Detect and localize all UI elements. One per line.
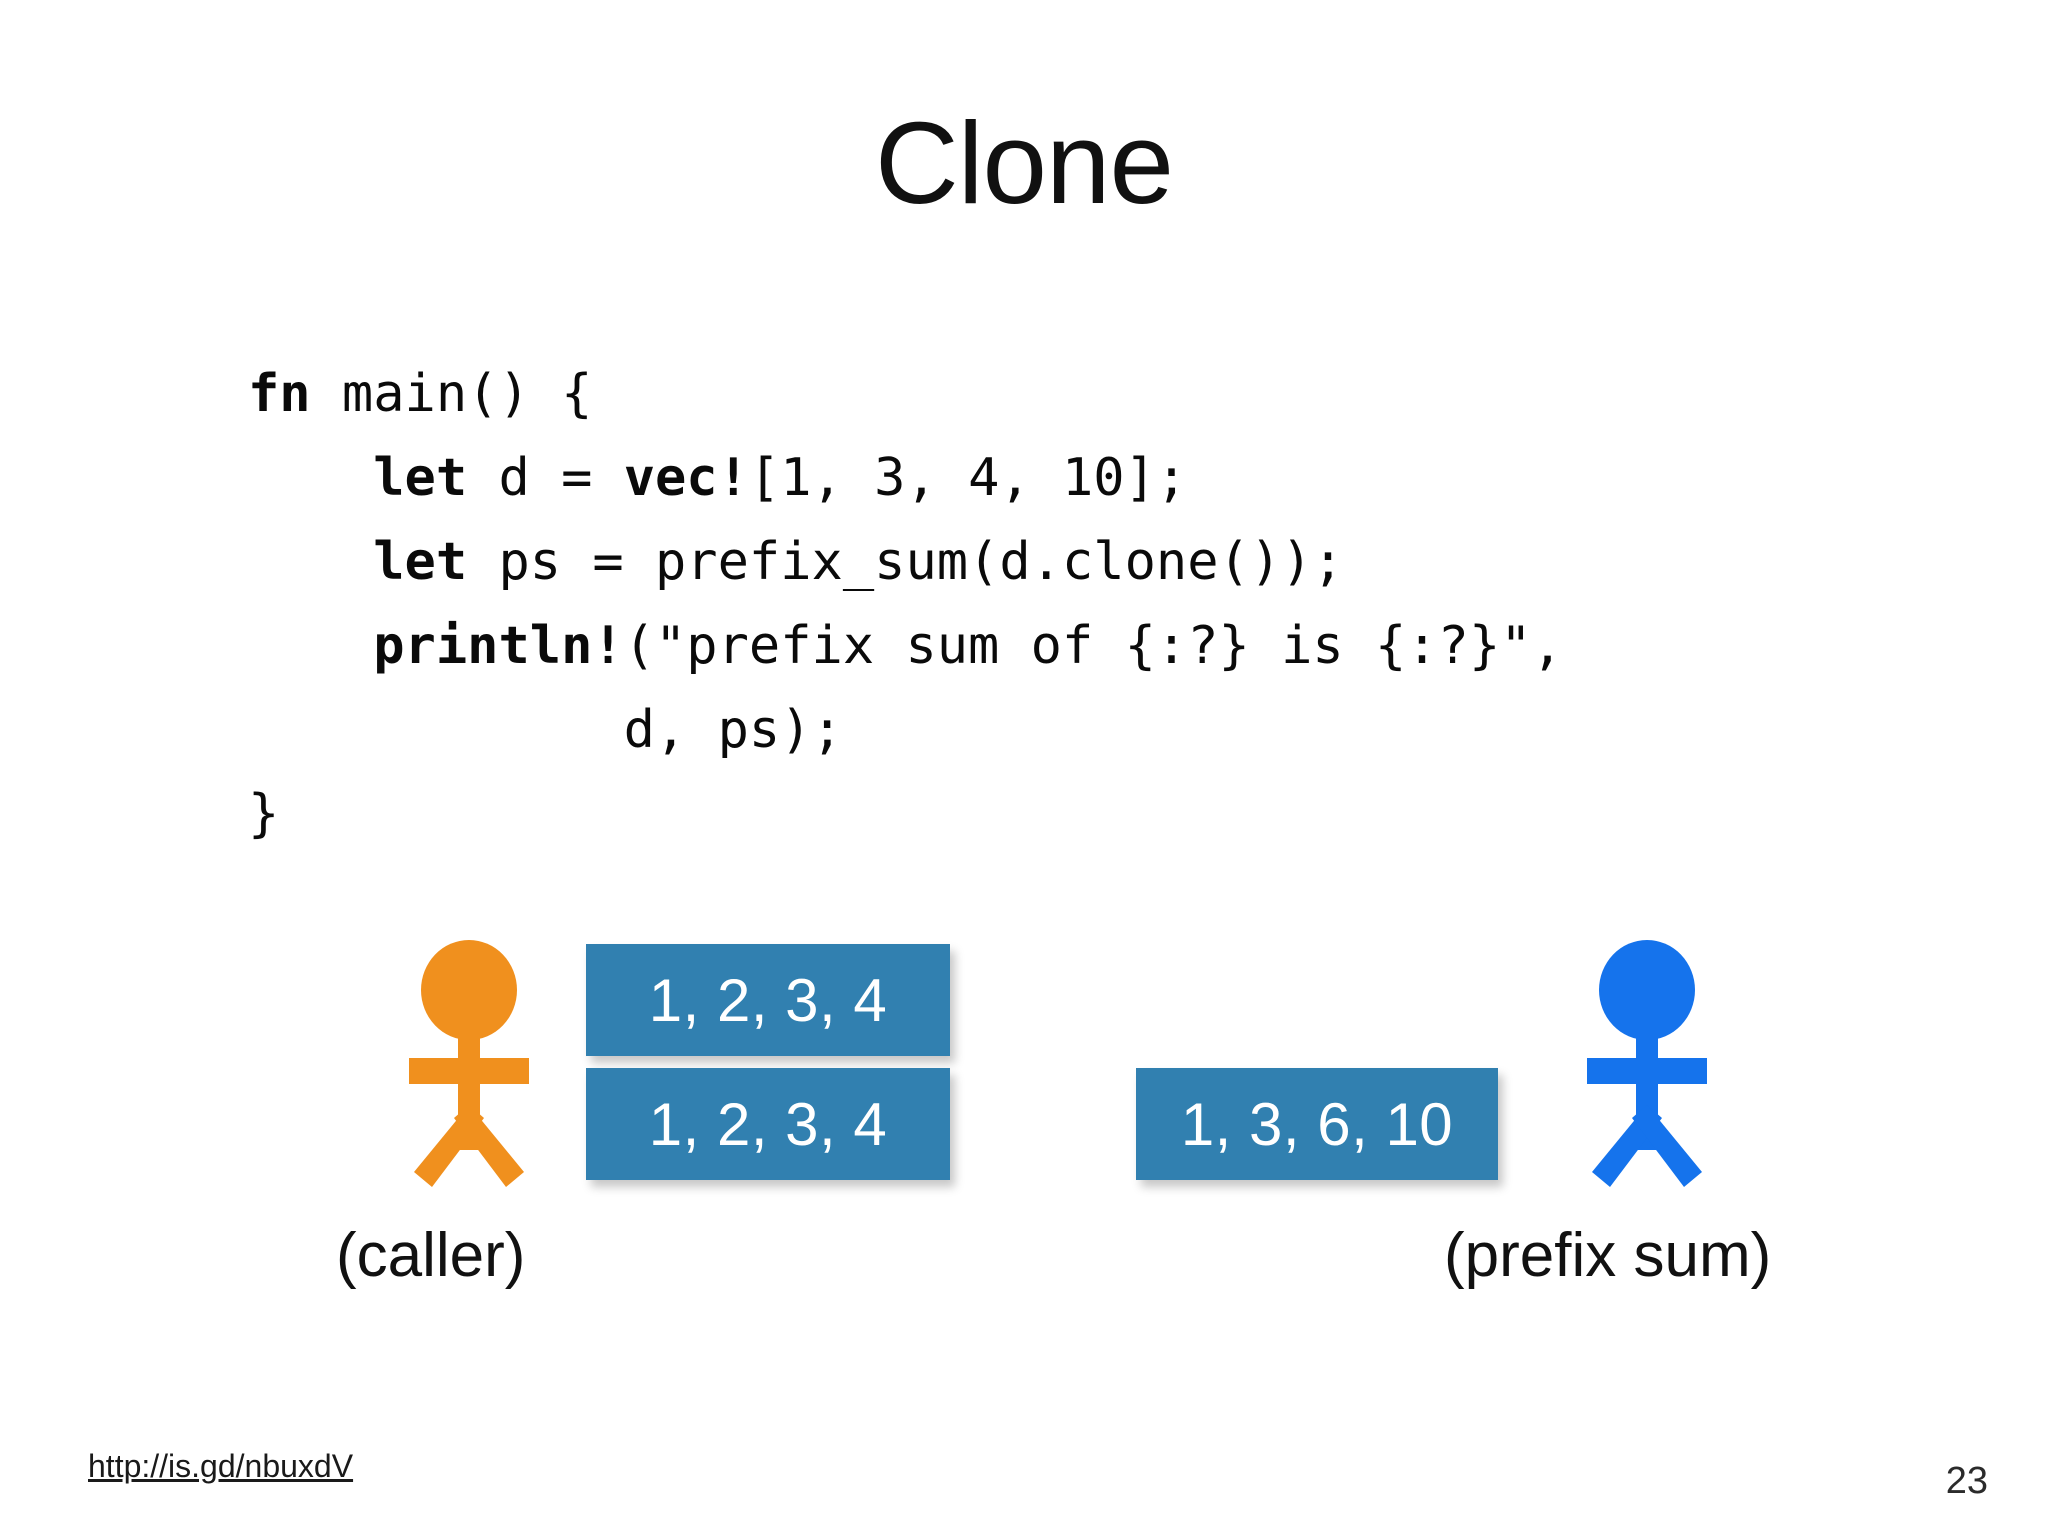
code-text: [1, 3, 4, 10]; [748, 448, 1188, 508]
code-line: } [248, 772, 1563, 856]
code-line: d, ps); [248, 688, 1563, 772]
stick-figure-icon [409, 940, 529, 1187]
code-text: main() { [341, 364, 593, 424]
code-line: println!("prefix sum of {:?} is {:?}", [248, 604, 1563, 688]
caller-value-box-1: 1, 2, 3, 4 [586, 944, 950, 1056]
code-keyword: let [248, 532, 499, 592]
code-text: ("prefix sum of {:?} is {:?}", [623, 616, 1563, 676]
prefix-sum-label: (prefix sum) [1444, 1221, 1772, 1290]
code-text: } [248, 784, 280, 844]
source-link[interactable]: http://is.gd/nbuxdV [88, 1448, 354, 1484]
code-text: d = [498, 448, 624, 508]
caller-label: (caller) [336, 1221, 526, 1290]
caller-stick-figure [384, 940, 554, 1210]
caller-value-box-2: 1, 2, 3, 4 [586, 1068, 950, 1180]
code-block: fn main() { let d = vec![1, 3, 4, 10]; l… [248, 352, 1563, 856]
prefix-sum-value-box: 1, 3, 6, 10 [1136, 1068, 1498, 1180]
prefix-sum-stick-figure [1562, 940, 1732, 1210]
code-line: fn main() { [248, 352, 1563, 436]
code-keyword: vec! [623, 448, 749, 508]
code-line: let d = vec![1, 3, 4, 10]; [248, 436, 1563, 520]
code-keyword: fn [248, 364, 342, 424]
page-title: Clone [874, 98, 1174, 228]
code-line: let ps = prefix_sum(d.clone()); [248, 520, 1563, 604]
code-keyword: println! [248, 616, 624, 676]
stick-figure-icon [1587, 940, 1707, 1187]
page-number: 23 [1945, 1460, 1988, 1502]
code-keyword: let [248, 448, 499, 508]
code-text: d, ps); [248, 700, 843, 760]
code-text: ps = prefix_sum(d.clone()); [498, 532, 1344, 592]
